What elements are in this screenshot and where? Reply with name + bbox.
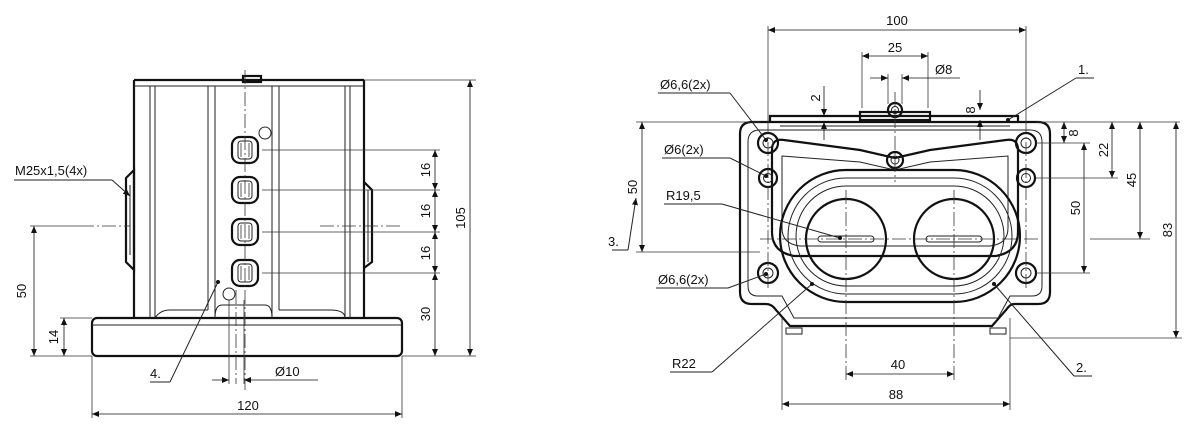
left-view: 16 16 16 30 105 50 14 M25x1,5(4x) Ø10 4.… (14, 70, 476, 418)
dim-base-width: 120 (237, 398, 259, 413)
dim-offset-8-top: 8 (963, 106, 978, 113)
dim-right-50: 50 (1068, 201, 1083, 215)
callout-hole-c: Ø6,6(2x) (658, 272, 709, 287)
callout-1: 1. (1078, 62, 1089, 77)
dim-pin-diameter: Ø8 (935, 62, 952, 77)
callout-hole-b: Ø6(2x) (664, 142, 704, 157)
dim-axis-height: 50 (14, 284, 29, 298)
dim-offset-2: 2 (808, 94, 823, 101)
dim-overall-width: 100 (886, 13, 908, 28)
dim-pitch-2: 16 (418, 204, 433, 218)
dim-base-thickness: 14 (46, 330, 61, 344)
dim-bottom-40: 40 (891, 357, 905, 372)
callout-radius-a: R19,5 (666, 188, 701, 203)
mounting-holes (756, 131, 1038, 285)
dim-bottom-88: 88 (889, 387, 903, 402)
callout-radius-b: R22 (672, 356, 696, 371)
dim-right-45: 45 (1124, 173, 1139, 187)
dim-total-height: 105 (453, 207, 468, 229)
dim-bottom-to-first: 30 (418, 307, 433, 321)
dim-right-8: 8 (1066, 129, 1081, 136)
callout-4: 4. (150, 366, 161, 381)
thread-callout: M25x1,5(4x) (15, 163, 87, 178)
dim-right-83: 83 (1160, 223, 1175, 237)
right-view: 100 25 Ø8 2 8 8 22 45 50 (608, 13, 1182, 410)
dim-pitch-3: 16 (418, 246, 433, 260)
dim-left-50: 50 (625, 180, 640, 194)
callout-3: 3. (608, 234, 619, 249)
dim-hole-spacing-top: 25 (888, 40, 902, 55)
dim-right-22: 22 (1096, 143, 1111, 157)
callout-hole-a: Ø6,6(2x) (660, 77, 711, 92)
dim-hole-diameter: Ø10 (275, 364, 300, 379)
callout-2: 2. (1076, 360, 1087, 375)
dim-pitch-1: 16 (418, 163, 433, 177)
